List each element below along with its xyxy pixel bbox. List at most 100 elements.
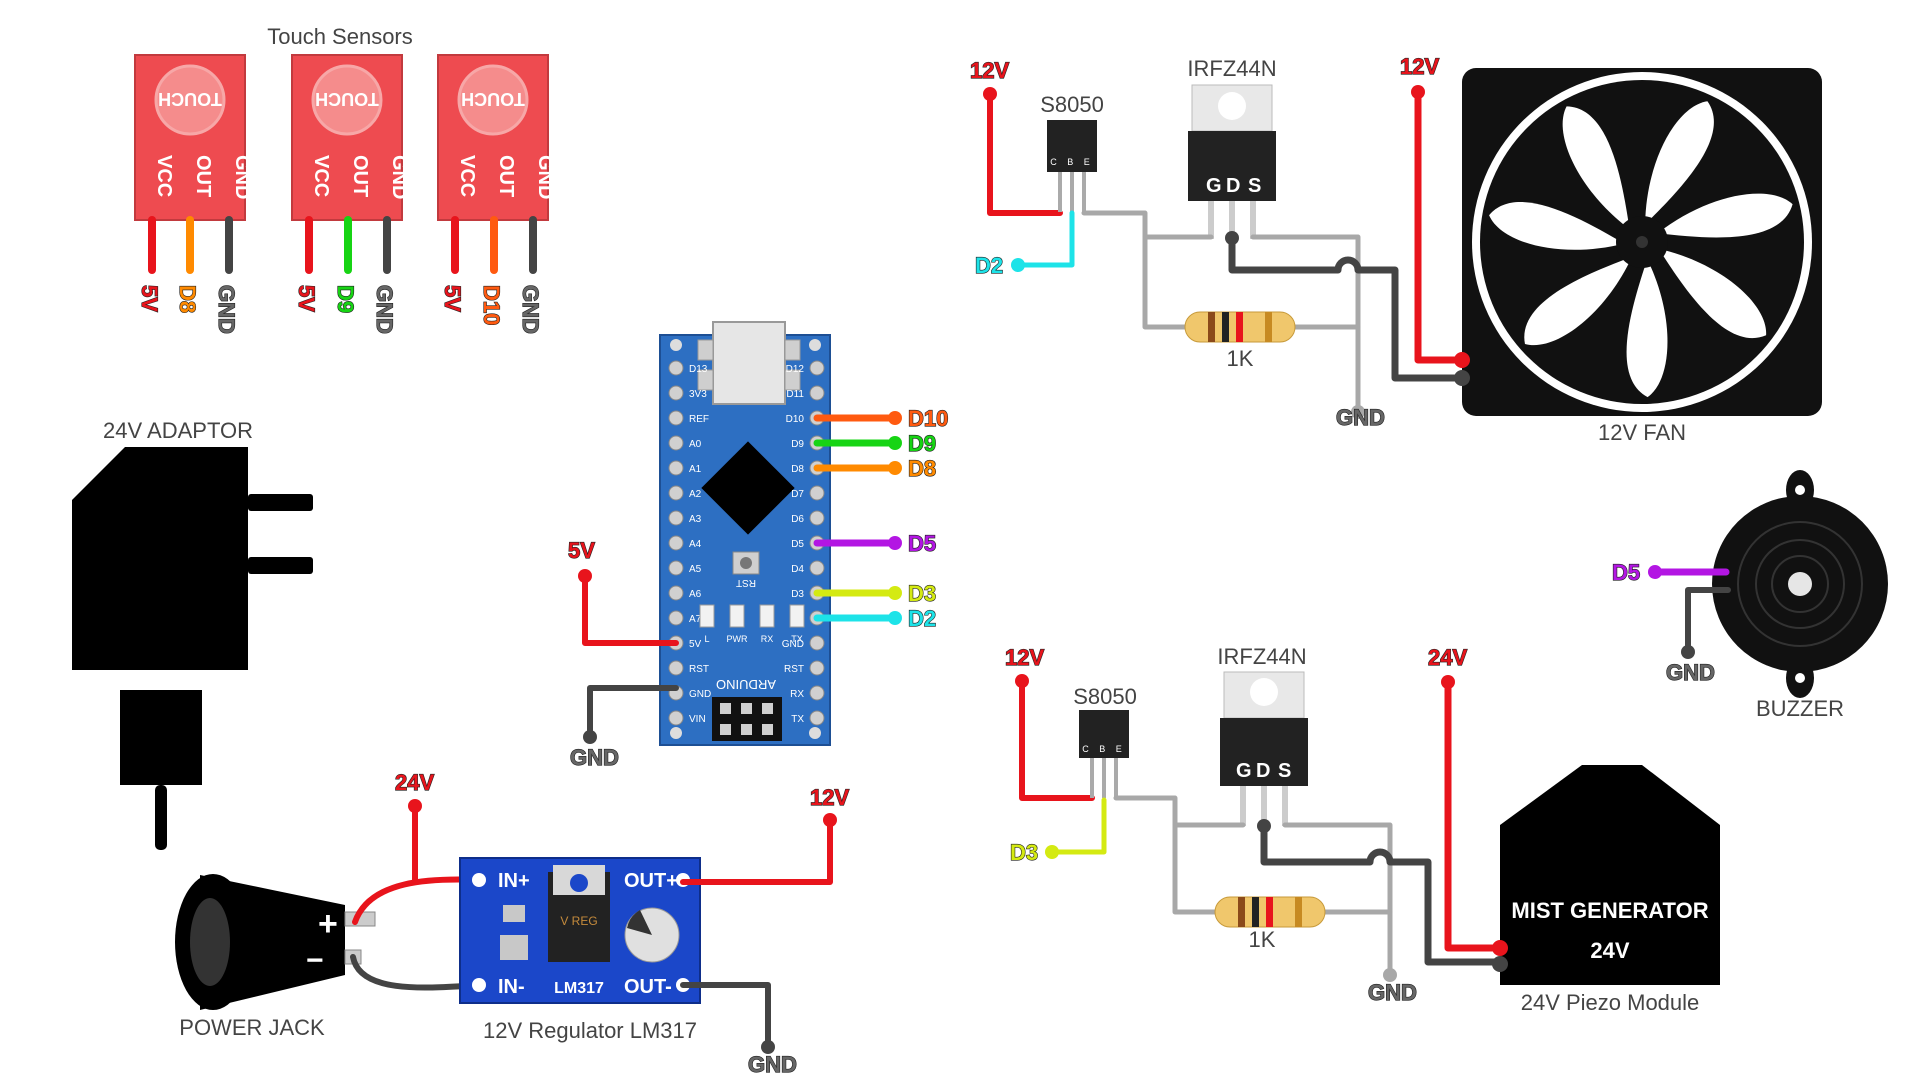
regulator-in-plus: IN+ <box>498 870 530 892</box>
arduino-led-label-1: PWR <box>727 634 748 644</box>
sensor-2-out-tag: D9 <box>333 285 358 313</box>
buzzer-gnd-tag: GND <box>1666 660 1715 685</box>
power-jack-icon: + − <box>175 874 376 1010</box>
mist-12v-tag: 12V <box>1005 645 1044 670</box>
arduino-right-pin-label-6: D6 <box>791 514 804 525</box>
arduino-left-pin-label-2: REF <box>689 414 709 425</box>
fan-icon <box>1454 68 1822 416</box>
arduino-left-pin-7 <box>668 535 684 551</box>
arduino-right-pin-label-8: D4 <box>791 564 804 575</box>
regulator-12v-tag: 12V <box>810 785 849 810</box>
regulator-chip-label: LM317 <box>554 980 604 997</box>
arduino-right-pin-label-9: D3 <box>791 589 804 600</box>
arduino-left-pin-12 <box>668 660 684 676</box>
jack-24v-tag: 24V <box>395 770 434 795</box>
touch-sensor-1-title: TOUCH <box>158 89 222 109</box>
regulator-out-plus: OUT+ <box>624 870 678 892</box>
arduino-left-pin-label-3: A0 <box>689 439 702 450</box>
arduino-led-1 <box>729 604 745 628</box>
arduino-left-pin-label-7: A4 <box>689 539 702 550</box>
arduino-led-3 <box>789 604 805 628</box>
arduino-right-pin-8 <box>809 560 825 576</box>
buzzer-label: BUZZER <box>1756 696 1844 721</box>
regulator-out-minus: OUT- <box>624 976 672 998</box>
fan-transistor-label: S8050 <box>1040 92 1104 117</box>
mist-mosfet-gate: G <box>1236 760 1252 782</box>
fan-mosfet-drain: D <box>1226 175 1240 197</box>
jack-minus-sign: − <box>306 944 324 977</box>
arduino-right-pin-label-12: RST <box>784 664 804 675</box>
arduino-right-pin-5 <box>809 485 825 501</box>
arduino-right-pin-label-4: D8 <box>791 464 804 475</box>
arduino-right-pin-label-2: D10 <box>786 414 805 425</box>
touch-sensor-3: TOUCH VCC OUT GND <box>437 54 556 221</box>
arduino-led-label-3: TX <box>791 634 803 644</box>
sensor-3-vcc-tag: 5V <box>440 285 465 312</box>
fan-resistor-label: 1K <box>1227 346 1254 371</box>
arduino-right-pin-14 <box>809 710 825 726</box>
sensor-2-vcc-tag: 5V <box>294 285 319 312</box>
mist-irfz44n-mosfet: G D S <box>1220 671 1308 826</box>
mist-resistor-1k <box>1214 896 1326 928</box>
mist-bjt-pins: C B E <box>1082 744 1126 754</box>
touch-sensor-3-title: TOUCH <box>461 89 525 109</box>
mist-mosfet-source: S <box>1278 760 1291 782</box>
fan-mosfet-source: S <box>1248 175 1261 197</box>
sensor-1-gnd-tag: GND <box>214 285 239 334</box>
arduino-right-pin-label-11: GND <box>782 639 804 650</box>
mist-generator-title: MIST GENERATOR <box>1511 898 1708 923</box>
mist-generator-voltage: 24V <box>1590 938 1629 963</box>
arduino-left-pin-label-0: D13 <box>689 364 708 375</box>
arduino-led-0 <box>699 604 715 628</box>
mist-s8050-transistor: C B E <box>1079 710 1129 798</box>
arduino-left-pin-label-14: VIN <box>689 714 706 725</box>
arduino-d9-tag: D9 <box>908 431 936 456</box>
arduino-right-pin-label-13: RX <box>790 689 804 700</box>
arduino-left-pin-label-10: A7 <box>689 614 702 625</box>
arduino-left-pin-label-11: 5V <box>689 639 702 650</box>
piezo-label: 24V Piezo Module <box>1521 990 1700 1015</box>
fan-gnd-tag: GND <box>1336 405 1385 430</box>
arduino-left-pin-9 <box>668 585 684 601</box>
sensor-1-vcc-tag: 5V <box>137 285 162 312</box>
touch-sensor-3-out-pin: OUT <box>495 155 517 197</box>
arduino-left-pin-label-13: GND <box>689 689 711 700</box>
fan-mosfet-label: IRFZ44N <box>1187 56 1276 81</box>
mist-generator-module: MIST GENERATOR 24V <box>1492 765 1720 985</box>
arduino-d8-tag: D8 <box>908 456 936 481</box>
fan-resistor-1k <box>1184 311 1296 343</box>
arduino-right-pin-label-1: D11 <box>786 389 804 400</box>
sensor-1-out-tag: D8 <box>175 285 200 313</box>
arduino-gnd-tag: GND <box>570 745 619 770</box>
arduino-left-pin-1 <box>668 385 684 401</box>
arduino-d2-tag: D2 <box>908 606 936 631</box>
touch-sensor-3-gnd-pin: GND <box>534 155 556 199</box>
arduino-right-pin-13 <box>809 685 825 701</box>
arduino-left-pin-label-5: A2 <box>689 489 702 500</box>
arduino-left-pin-5 <box>668 485 684 501</box>
sensor-3-gnd-tag: GND <box>518 285 543 334</box>
fan-irfz44n-mosfet: G D S <box>1188 84 1276 239</box>
fan-label: 12V FAN <box>1598 420 1686 445</box>
touch-sensor-2: TOUCH VCC OUT GND <box>291 54 410 221</box>
arduino-d5-tag: D5 <box>908 531 936 556</box>
arduino-name-label: ARDUINO <box>716 677 776 692</box>
fan-d2-tag: D2 <box>975 253 1003 278</box>
adaptor-label: 24V ADAPTOR <box>103 418 253 443</box>
arduino-left-pin-label-1: 3V3 <box>689 389 707 400</box>
arduino-left-pin-label-12: RST <box>689 664 709 675</box>
arduino-left-pin-2 <box>668 410 684 426</box>
arduino-right-pin-label-7: D5 <box>791 539 804 550</box>
mist-mosfet-label: IRFZ44N <box>1217 644 1306 669</box>
sensor-3-out-tag: D10 <box>479 285 504 325</box>
touch-sensors-title: Touch Sensors <box>267 24 413 49</box>
arduino-d10-tag: D10 <box>908 406 948 431</box>
touch-sensor-2-out-pin: OUT <box>349 155 371 197</box>
power-jack-label: POWER JACK <box>179 1015 325 1040</box>
fan-12v-tag-b: 12V <box>1400 54 1439 79</box>
regulator-label: 12V Regulator LM317 <box>483 1018 697 1043</box>
arduino-left-pin-14 <box>668 710 684 726</box>
arduino-right-pin-12 <box>809 660 825 676</box>
arduino-right-pin-6 <box>809 510 825 526</box>
arduino-left-pin-4 <box>668 460 684 476</box>
